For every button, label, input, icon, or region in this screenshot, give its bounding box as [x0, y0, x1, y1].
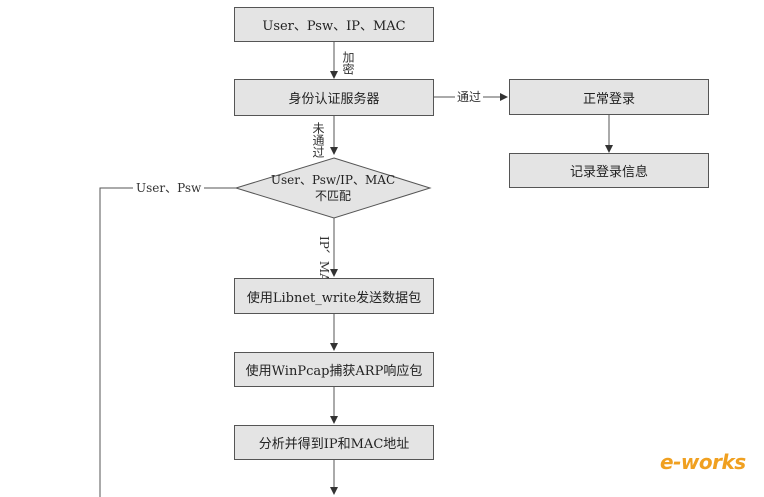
encrypt-edge-label: 加密 — [341, 51, 355, 75]
user-psw-edge-label: User、Psw — [133, 181, 205, 195]
line-user-psw-feedback — [99, 187, 236, 497]
analyze-box: 分析并得到IP和MAC地址 — [234, 425, 434, 460]
decision-line2: 不匹配 — [314, 189, 351, 203]
pass-edge-label: 通过 — [455, 90, 484, 104]
decision-text: User、Psw/IP、MAC 不匹配 — [236, 158, 430, 218]
credentials-box: User、Psw、IP、MAC — [234, 7, 434, 42]
normal-login-box: 正常登录 — [509, 79, 709, 115]
decision-line1: User、Psw/IP、MAC — [270, 173, 396, 187]
libnet-box: 使用Libnet_write发送数据包 — [234, 278, 434, 314]
winpcap-box: 使用WinPcap捕获ARP响应包 — [234, 352, 434, 387]
auth-server-box: 身份认证服务器 — [234, 79, 434, 116]
fail-edge-label: 未通过 — [311, 122, 325, 158]
eworks-logo: e-works — [660, 450, 746, 474]
record-login-box: 记录登录信息 — [509, 153, 709, 188]
ip-mac-edge-label: IP、MAC — [317, 236, 331, 291]
